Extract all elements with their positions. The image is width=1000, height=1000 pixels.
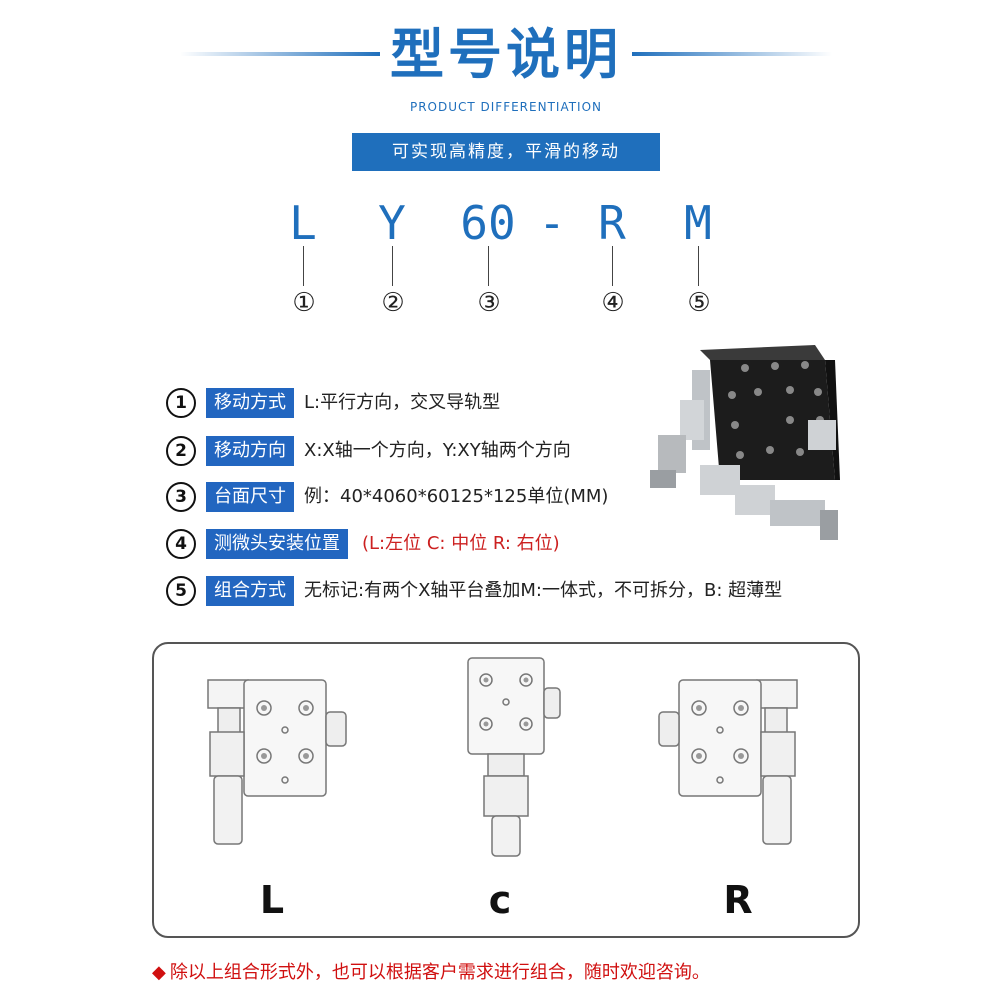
diagram-right-mount [658, 679, 798, 845]
code-part-3: 60 [460, 196, 516, 250]
code-part-5: M [684, 196, 712, 250]
spec-number: 1 [166, 388, 196, 418]
code-marker-5: ⑤ [687, 288, 711, 318]
spec-description: (L:左位 C: 中位 R: 右位) [362, 533, 560, 554]
product-photo [650, 345, 840, 540]
spec-tag: 移动方向 [206, 436, 294, 466]
page-title: 型号说明 [390, 23, 622, 86]
spec-tag: 移动方式 [206, 388, 294, 418]
spec-tag: 组合方式 [206, 576, 294, 606]
feature-banner: 可实现高精度，平滑的移动 [352, 133, 660, 171]
code-marker-4: ④ [601, 288, 625, 318]
code-marker-1: ① [292, 288, 316, 318]
code-stem-4 [612, 246, 613, 286]
title-line-left [180, 52, 380, 56]
spec-description: X:X轴一个方向，Y:XY轴两个方向 [304, 440, 571, 461]
diagram-label-c: c [488, 878, 512, 922]
diamond-icon: ◆ [152, 962, 166, 983]
footnote: ◆除以上组合形式外，也可以根据客户需求进行组合，随时欢迎咨询。 [152, 958, 710, 984]
code-marker-3: ③ [477, 288, 501, 318]
code-part-2: Y [378, 196, 406, 250]
diagram-left-mount [207, 679, 347, 845]
page-subtitle: PRODUCT DIFFERENTIATION [409, 100, 603, 114]
footnote-text: 除以上组合形式外，也可以根据客户需求进行组合，随时欢迎咨询。 [169, 962, 710, 983]
code-part-4: R [598, 196, 626, 250]
spec-description: 例：40*4060*60125*125单位(MM) [304, 486, 609, 507]
spec-number: 4 [166, 529, 196, 559]
spec-description: 无标记:有两个X轴平台叠加M:一体式，不可拆分，B: 超薄型 [304, 580, 783, 601]
code-part-1: L [289, 196, 317, 250]
spec-tag: 台面尺寸 [206, 482, 294, 512]
code-stem-5 [698, 246, 699, 286]
title-line-right [632, 52, 832, 56]
code-marker-2: ② [381, 288, 405, 318]
code-stem-2 [392, 246, 393, 286]
spec-number: 5 [166, 576, 196, 606]
diagram-label-l: L [259, 878, 285, 922]
code-stem-1 [303, 246, 304, 286]
diagram-center-mount [467, 657, 561, 857]
spec-number: 2 [166, 436, 196, 466]
spec-tag: 测微头安装位置 [206, 529, 348, 559]
code-separator: - [538, 196, 566, 250]
code-stem-3 [488, 246, 489, 286]
spec-number: 3 [166, 482, 196, 512]
diagram-label-r: R [723, 878, 753, 922]
spec-description: L:平行方向，交叉导轨型 [304, 392, 501, 413]
